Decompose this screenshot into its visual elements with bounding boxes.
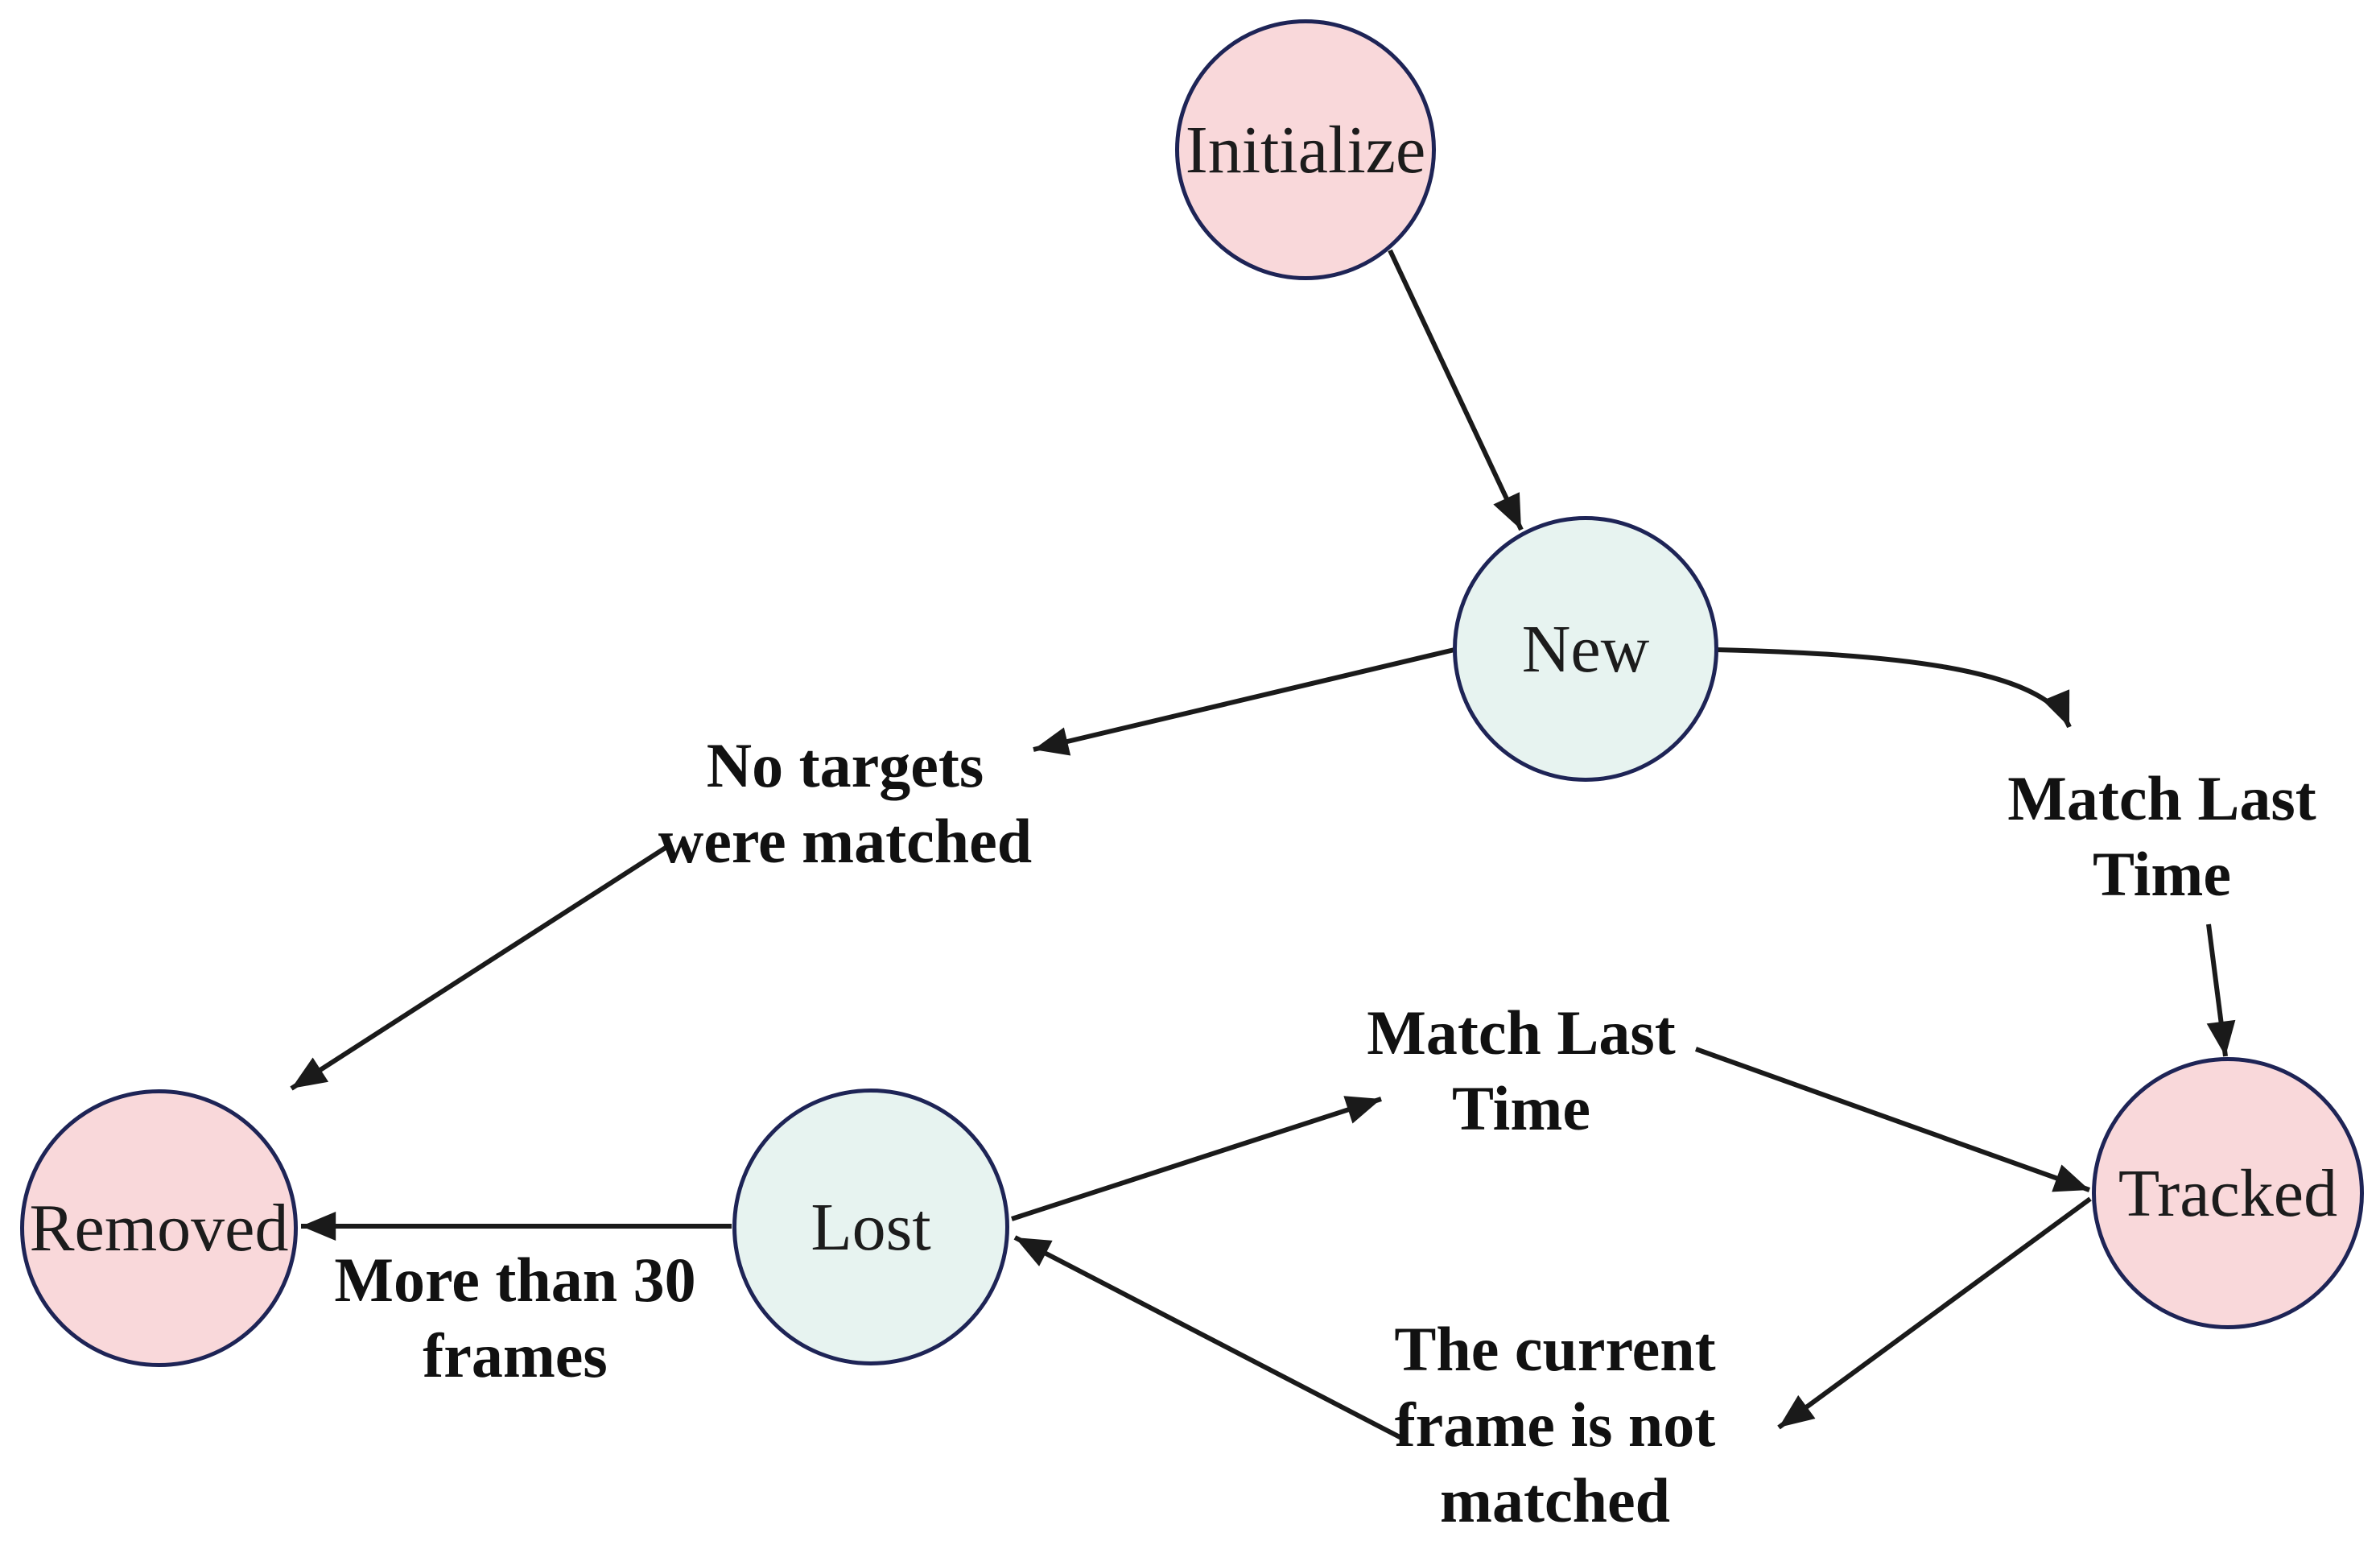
edge-label-line: Time <box>2093 839 2231 909</box>
state-node-label: Initialize <box>1185 112 1426 188</box>
edge-label-line: The current <box>1394 1314 1716 1384</box>
state-node-initialize: Initialize <box>1175 19 1436 280</box>
state-node-tracked: Tracked <box>2092 1057 2364 1329</box>
arrow-tracked-to-current-frame-label <box>1777 1196 2092 1430</box>
arrow-lost-to-match-last-mid-label <box>1011 1096 1382 1221</box>
edge-label-line: were matched <box>658 806 1033 876</box>
edge-label-line: Match Last <box>2007 763 2316 833</box>
edge-label-line: No targets <box>706 730 984 800</box>
edge-label-no-targets: No targets were matched <box>658 728 1032 879</box>
state-node-label: Tracked <box>2118 1155 2338 1231</box>
arrow-new-to-no-targets-label <box>1033 647 1455 756</box>
arrow-initialize-to-new <box>1388 249 1524 531</box>
state-node-lost: Lost <box>732 1089 1009 1365</box>
arrow-match-last-label-to-tracked <box>2206 923 2236 1057</box>
edge-label-line: More than 30 <box>334 1245 696 1315</box>
edge-label-line: frame is not <box>1394 1390 1716 1460</box>
arrow-current-frame-label-to-lost <box>1013 1235 1406 1442</box>
edge-label-more-than-30-frames: More than 30 frames <box>334 1242 695 1394</box>
state-node-removed: Removed <box>20 1089 298 1367</box>
edge-label-line: Match Last <box>1367 998 1676 1068</box>
state-node-label: Removed <box>29 1191 289 1266</box>
state-node-new: New <box>1453 516 1718 782</box>
edge-label-match-last-time-mid: Match Last Time <box>1367 995 1675 1146</box>
state-node-label: Lost <box>811 1189 931 1265</box>
edge-label-line: matched <box>1440 1465 1670 1535</box>
edge-label-match-last-time-right: Match Last Time <box>2007 761 2316 912</box>
arrow-match-last-mid-label-to-tracked <box>1694 1047 2091 1192</box>
arrow-no-targets-label-to-removed <box>290 842 672 1091</box>
edge-label-line: Time <box>1452 1073 1590 1143</box>
arrow-new-to-match-last-label <box>1715 647 2072 729</box>
edge-label-current-frame-not-matched: The current frame is not matched <box>1394 1312 1715 1539</box>
state-node-label: New <box>1521 611 1650 687</box>
edge-label-line: frames <box>423 1320 608 1390</box>
